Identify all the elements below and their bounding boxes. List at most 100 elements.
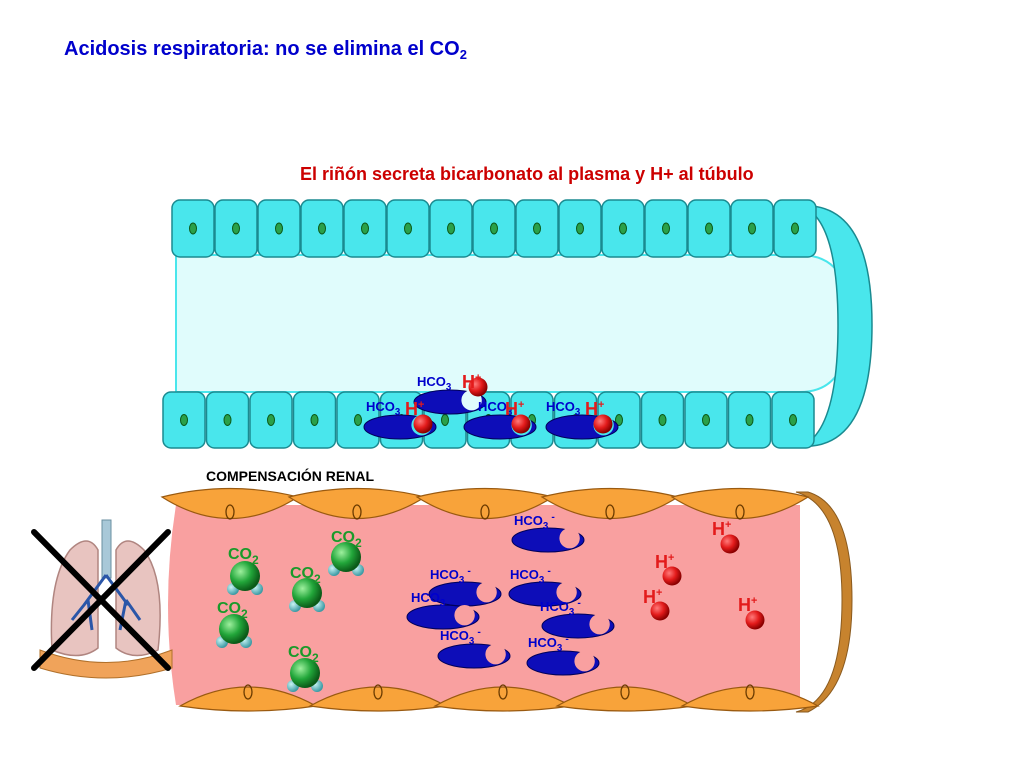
hco3-label: HCO3: [478, 399, 513, 418]
h-plus-label: H+: [712, 519, 731, 539]
cell-nucleus: [352, 504, 362, 520]
tubule-cell: [558, 199, 602, 258]
bicarbonate-molecule: HCO3: [406, 590, 480, 630]
tubule-cell: [601, 199, 645, 258]
tubule-cell: [300, 199, 344, 258]
cell-nucleus: [318, 222, 326, 235]
tubule-top-cell-row: [171, 199, 817, 258]
tubule-cell: [771, 391, 815, 449]
endothelial-cell: [680, 684, 820, 712]
cell-nucleus: [180, 414, 188, 426]
cell-nucleus: [605, 504, 615, 520]
co2-molecule: CO2: [328, 529, 364, 576]
kidney-tubule: [162, 199, 873, 449]
h-plus-label: H+: [505, 399, 524, 419]
cell-nucleus: [745, 414, 754, 426]
cell-nucleus: [373, 684, 383, 700]
tubule-cell: [249, 391, 293, 449]
tubule-cell: [257, 199, 301, 258]
hco3-label: HCO3: [546, 399, 581, 418]
tubule-cell: [386, 199, 430, 258]
proton-molecule: H+: [712, 519, 740, 554]
bicarbonate-molecule: HCO3-: [508, 566, 582, 607]
vessel-right-wall: [795, 491, 853, 713]
kidney-caption: El riñón secreta bicarbonato al plasma y…: [300, 164, 754, 184]
renal-compensation-label: COMPENSACIÓN RENAL: [206, 468, 375, 484]
cell-nucleus: [267, 414, 275, 426]
bicarbonate-molecule: HCO3-: [428, 566, 502, 607]
proton-molecule: H+: [655, 552, 682, 586]
co2-molecule: CO2: [289, 565, 325, 612]
co2-molecule: CO2: [287, 644, 323, 692]
hco3-label: HCO3: [417, 374, 452, 393]
cell-nucleus: [310, 414, 319, 426]
cell-nucleus: [189, 222, 197, 235]
cell-nucleus: [498, 684, 508, 700]
tubule-cell: [205, 391, 250, 449]
co2-label: CO2: [217, 600, 248, 621]
cell-nucleus: [620, 684, 630, 700]
cell-nucleus: [480, 504, 490, 520]
tubule-cell: [773, 199, 817, 258]
tubule-cell: [644, 199, 688, 258]
co2-molecule: CO2: [227, 546, 263, 595]
cell-nucleus: [354, 414, 362, 426]
tubule-cell: [472, 199, 516, 258]
h-plus-label: H+: [405, 399, 424, 419]
title-text: Acidosis respiratoria: no se elimina el …: [64, 38, 460, 60]
h-plus-label: H+: [585, 399, 604, 419]
tubule-cell: [171, 199, 215, 258]
tubule-lumen: [175, 254, 852, 393]
hco3-label: HCO3-: [510, 566, 551, 586]
hco3-label: HCO3: [366, 399, 401, 418]
cell-nucleus: [662, 222, 670, 235]
cell-nucleus: [619, 222, 627, 235]
cell-nucleus: [361, 222, 369, 235]
tubule-cell: [640, 391, 685, 449]
bicarbonate-molecule: HCO3-: [540, 598, 615, 639]
tubule-cell: [292, 391, 337, 449]
h-plus-label: H+: [738, 595, 757, 615]
hco3-label: HCO3-: [540, 598, 581, 618]
cross-out-icon: [31, 529, 171, 671]
tubule-cell: [684, 391, 728, 449]
proton-molecule: H+: [505, 399, 531, 434]
hco3-label: HCO3-: [440, 627, 481, 647]
cell-nucleus: [748, 222, 756, 235]
cell-nucleus: [705, 222, 713, 235]
endothelial-cell: [670, 487, 810, 520]
tubule-cell: [515, 199, 559, 258]
co2-molecule: CO2: [216, 600, 252, 648]
cell-nucleus: [243, 684, 253, 700]
tubule-cell: [727, 391, 772, 449]
cell-nucleus: [658, 414, 667, 426]
proton-molecule: H+: [405, 399, 433, 434]
cell-nucleus: [533, 222, 541, 235]
cell-nucleus: [791, 222, 799, 235]
cell-nucleus: [702, 414, 710, 426]
bicarbonate-molecule: HCO3-: [526, 634, 600, 676]
cell-nucleus: [441, 414, 449, 426]
bicarbonate-molecule: HCO3-: [511, 512, 585, 553]
tubule-cell: [687, 199, 731, 258]
tubule-cell: [162, 391, 206, 449]
endothelial-bottom-row: [178, 684, 820, 712]
cell-nucleus: [735, 504, 745, 520]
page-title: Acidosis respiratoria: no se elimina el …: [64, 38, 467, 62]
title-subscript: 2: [459, 47, 467, 62]
co2-label: CO2: [288, 644, 319, 665]
blood-vessel: [160, 487, 853, 713]
h-plus-label: H+: [655, 552, 674, 572]
cell-nucleus: [225, 504, 235, 520]
cell-nucleus: [404, 222, 412, 235]
bicarbonate-molecule: HCO3-: [437, 627, 511, 669]
proton-molecule: H+: [462, 372, 488, 397]
cell-nucleus: [275, 222, 283, 235]
endothelial-top-row: [160, 487, 810, 520]
cell-nucleus: [490, 222, 498, 235]
cell-nucleus: [576, 222, 584, 235]
h-plus-label: H+: [462, 372, 481, 392]
cell-nucleus: [789, 414, 797, 426]
